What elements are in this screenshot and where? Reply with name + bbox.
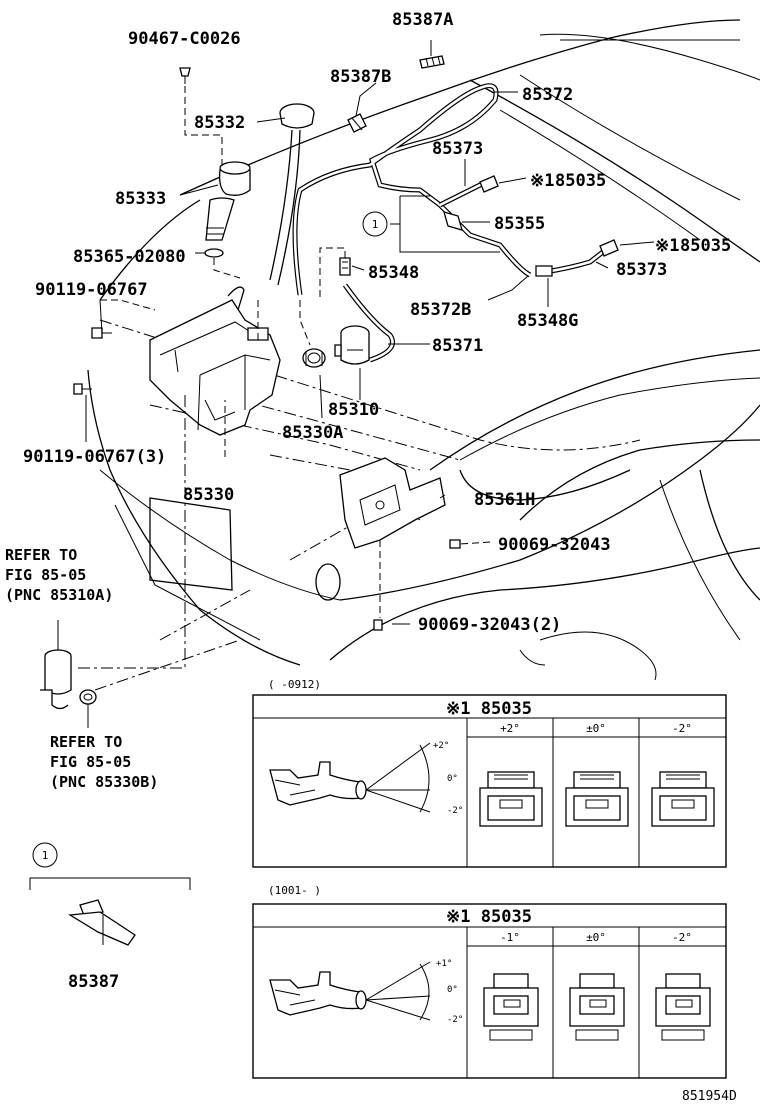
refer-bottom-line2: FIG 85-05 xyxy=(50,753,131,771)
label-ref-mark-upper: ※1 xyxy=(530,171,554,191)
table2-title: ※1 85035 xyxy=(446,907,532,927)
table1-col3: -2° xyxy=(672,722,692,735)
table2-col2: ±0° xyxy=(586,931,606,944)
label-85332: 85332 xyxy=(194,113,245,133)
refer-note-85330B: REFER TO FIG 85-05 (PNC 85330B) xyxy=(50,733,158,791)
table1-nozzle-minus2 xyxy=(651,771,715,827)
reference-grommet-85330B xyxy=(79,689,97,705)
circle-ref-main: 1 xyxy=(362,211,388,237)
part-labels: 90467-C0026 85387A 85387B 85372 85332 85… xyxy=(23,10,731,635)
table1-angle-zero: 0° xyxy=(447,774,458,784)
joint-85348G xyxy=(535,265,553,277)
label-85387A: 85387A xyxy=(392,10,453,30)
table1-date-range: ( -0912) xyxy=(268,678,321,691)
refer-top-line3: (PNC 85310A) xyxy=(5,586,113,604)
refer-note-85310A: REFER TO FIG 85-05 (PNC 85310A) xyxy=(5,546,113,604)
label-90467-C0026: 90467-C0026 xyxy=(128,29,241,49)
label-90069-32043: 90069-32043 xyxy=(498,535,611,555)
label-85387B: 85387B xyxy=(330,67,391,87)
label-85372B: 85372B xyxy=(410,300,471,320)
table2-nozzle-zero xyxy=(569,973,625,1041)
label-ref-mark-lower: ※1 xyxy=(655,236,679,256)
detail-1-85387: 1 85387 xyxy=(29,842,191,992)
table2-angle-up: +1° xyxy=(436,959,452,969)
filler-cap-85332 xyxy=(269,103,315,286)
washer-reservoir xyxy=(149,286,281,436)
label-85361H: 85361H xyxy=(474,490,535,510)
label-85355: 85355 xyxy=(494,214,545,234)
table2-nozzle-side-view: +1° 0° -2° xyxy=(269,959,463,1025)
label-90119-06767-3: 90119-06767(3) xyxy=(23,447,166,467)
circle-ref-main-text: 1 xyxy=(372,218,379,231)
clamp-85387A xyxy=(419,55,445,69)
table1-title: ※1 85035 xyxy=(446,699,532,719)
table2-nozzle-minus2 xyxy=(655,973,711,1041)
illustration-code: 851954D xyxy=(682,1089,737,1104)
check-valve-85348 xyxy=(339,257,351,276)
nozzle-85035-upper xyxy=(479,175,499,193)
filler-neck xyxy=(204,161,251,258)
pump-85310 xyxy=(334,325,370,365)
label-85387: 85387 xyxy=(68,972,119,992)
label-85035-lower: 85035 xyxy=(680,236,731,256)
label-85365-02080: 85365-02080 xyxy=(73,247,186,267)
refer-top-line2: FIG 85-05 xyxy=(5,566,86,584)
label-85333: 85333 xyxy=(115,189,166,209)
table1-nozzle-plus2 xyxy=(479,771,543,827)
label-85372: 85372 xyxy=(522,85,573,105)
label-85310: 85310 xyxy=(328,400,379,420)
label-85330A: 85330A xyxy=(282,423,343,443)
label-85373-upper: 85373 xyxy=(432,139,483,159)
nozzle-85035-lower xyxy=(599,239,619,257)
clamp-85387B xyxy=(347,113,367,133)
refer-bottom-line3: (PNC 85330B) xyxy=(50,773,158,791)
label-85371: 85371 xyxy=(432,336,483,356)
connector-85355 xyxy=(443,211,463,231)
table1-angle-up: +2° xyxy=(433,741,449,751)
table1-col2: ±0° xyxy=(586,722,606,735)
bracket-85361H xyxy=(339,457,446,549)
nozzle-table-2: (1001- ) ※1 85035 -1° ±0° -2° +1° 0° -2° xyxy=(252,884,727,1079)
table2-date-range: (1001- ) xyxy=(268,884,321,897)
nozzle-table-1: ( -0912) ※1 85035 +2° ±0° -2° +2° 0° -2° xyxy=(252,678,727,868)
table2-col1: -1° xyxy=(500,931,520,944)
vehicle-outline xyxy=(87,19,760,681)
table1-nozzle-side-view: +2° 0° -2° xyxy=(269,741,463,816)
table2-angle-down: -2° xyxy=(447,1015,463,1025)
label-85330: 85330 xyxy=(183,485,234,505)
hose-85372 xyxy=(292,83,532,296)
label-90069-32043-2: 90069-32043(2) xyxy=(418,615,561,635)
grommet-85330A xyxy=(302,348,326,368)
bolts xyxy=(73,67,461,631)
refer-bottom-line1: REFER TO xyxy=(50,733,122,751)
table1-nozzle-zero xyxy=(565,771,629,827)
label-85373-lower: 85373 xyxy=(616,260,667,280)
hose-85371 xyxy=(342,283,395,363)
table2-angle-zero: 0° xyxy=(447,985,458,995)
circle-ref-detail-text: 1 xyxy=(42,849,49,862)
table2-nozzle-minus1 xyxy=(483,973,539,1041)
leader-lines xyxy=(75,40,655,728)
label-85348: 85348 xyxy=(368,263,419,283)
reference-pump-85310A xyxy=(40,620,72,710)
table1-angle-down: -2° xyxy=(447,806,463,816)
label-85035-upper: 85035 xyxy=(555,171,606,191)
label-85348G: 85348G xyxy=(517,311,578,331)
label-90119-06767: 90119-06767 xyxy=(35,280,148,300)
refer-top-line1: REFER TO xyxy=(5,546,77,564)
table2-col3: -2° xyxy=(672,931,692,944)
table1-col1: +2° xyxy=(500,722,520,735)
